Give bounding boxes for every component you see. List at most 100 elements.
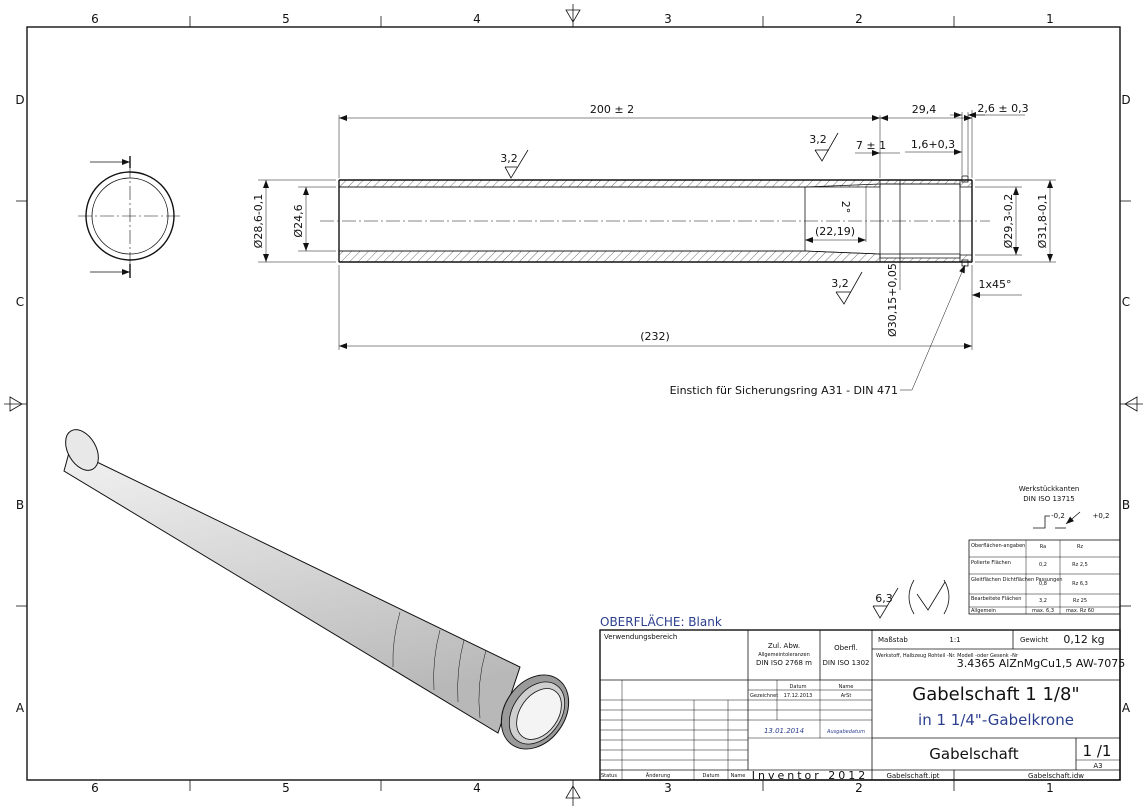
surface-table-value: 3,2 [1039,598,1047,604]
zone-col-label: 5 [282,781,290,795]
edges-right-value: +0,2 [1093,512,1110,520]
date-label: Datum [790,684,807,690]
surface-table-label: Gleitflächen Dichtflächen Passungen [971,577,1063,583]
zone-col-label: 5 [282,12,290,26]
zone-col-label: 1 [1046,12,1054,26]
usage-label: Verwendungsbereich [604,633,677,641]
title-block: Verwendungsbereich Zul. Abw. Allgemeinto… [599,629,1126,782]
zone-col-label: 2 [855,12,863,26]
name-label: Name [839,684,854,690]
sheet-number: 1 /1 [1083,742,1112,760]
surface-table-value: Rz [1077,544,1083,550]
zone-col-label: 6 [91,12,99,26]
drawing-subtitle: in 1 1/4"-Gabelkrone [918,711,1074,729]
dim-length-29: 29,4 [912,103,937,116]
dim-length-7: 7 ± 1 [856,139,886,152]
dimension-texts: 200 ± 2 29,4 2,6 ± 0,3 7 ± 1 1,6+0,3 (22… [252,102,1049,605]
surface-table-label: Bearbeitete Flächen [971,596,1021,602]
surface-norm: DIN ISO 1302 [823,659,870,667]
surface-table-value: max. Rz 60 [1066,608,1094,614]
surface-table-value: max. 6,3 [1032,608,1054,614]
weight-value: 0,12 kg [1063,633,1104,646]
zone-col-label: 1 [1046,781,1054,795]
roughness-symbols [504,132,950,619]
dim-length-1-6: 1,6+0,3 [911,138,955,151]
dim-diameter-28-6: Ø28,6-0,1 [252,194,265,249]
zone-row-label: D [1121,93,1130,107]
roughness-value: 3,2 [809,133,827,146]
zone-row-label: C [1122,295,1130,309]
zone-row-label: B [16,498,24,512]
tolerance-title: Zul. Abw. [768,642,800,650]
surface-table-value: 0,8 [1039,581,1047,587]
zone-row-label: A [1122,701,1131,715]
drawn-label: Gezeichnet [750,693,778,699]
zone-row-label: C [16,295,24,309]
tolerance-subtitle: Allgemeintoleranzen [758,652,810,658]
dim-diameter-31-8: Ø31,8-0,1 [1036,194,1049,249]
weight-label: Gewicht [1020,636,1049,644]
software-label: Inventor 2012 [752,769,869,782]
roughness-general-value: 6,3 [875,592,893,605]
date-column-label: Datum [703,773,720,779]
isometric-view [63,429,570,750]
surface-table: Oberflächen-angaben Ra Rz Polierte Fläch… [968,539,1121,615]
dim-length-2-6: 2,6 ± 0,3 [977,102,1028,115]
dim-length-total: 200 ± 2 [590,103,634,116]
issue-date: 13.01.2014 [764,727,804,735]
groove-note: Einstich für Sicherungsring A31 - DIN 47… [670,384,898,397]
dim-diameter-29-3: Ø29,3-0,2 [1002,194,1015,249]
name-column-label: Name [731,773,746,779]
surface-table-label: Polierte Flächen [971,560,1011,566]
zone-row-label: D [15,93,24,107]
surface-note: OBERFLÄCHE: Blank [600,614,722,629]
roughness-value: 3,2 [500,152,518,165]
surface-table-value: Rz 25 [1073,598,1087,604]
end-view [78,156,182,278]
surface-table-label: Oberflächen-angaben [971,543,1025,549]
roughness-value: 3,2 [831,277,849,290]
surface-table-value: 0,2 [1039,562,1047,568]
surface-title: Oberfl. [834,644,858,652]
edges-left-value: -0,2 [1051,512,1065,520]
surface-table-value: Ra [1040,544,1046,550]
dimension-lines [258,110,1056,391]
change-column-label: Änderung [646,772,670,779]
dim-diameter-24-6: Ø24,6 [292,204,305,237]
surface-table-value: Rz 2,5 [1072,562,1088,568]
dim-diameter-30-15: Ø30,15+0,05 [886,263,899,337]
drawn-date: 17.12.2013 [784,693,813,699]
drawing-frame [4,4,1143,806]
surface-table-label: Allgemein [971,608,996,614]
zone-labels: 6 5 4 3 2 1 6 5 4 3 2 1 D C B A D C B A [15,12,1131,795]
drawing-title: Gabelschaft 1 1/8" [912,684,1079,705]
zone-col-label: 2 [855,781,863,795]
sheet-format: A3 [1093,762,1102,770]
zone-col-label: 3 [664,781,672,795]
status-column-label: Status [601,773,617,779]
material-labels: Werkstoff, Halbzeug Rohteil -Nr. Modell … [876,653,1019,659]
dim-length-22-19: (22,19) [815,225,855,238]
zone-col-label: 3 [664,12,672,26]
dim-chamfer: 1x45° [978,278,1011,291]
scale-value: 1:1 [949,636,960,644]
edges-norm: DIN ISO 13715 [1023,495,1074,503]
section-view [320,175,990,267]
material-value: 3.4365 AlZnMgCu1,5 AW-7075 [957,657,1126,670]
file-drawing: Gabelschaft.idw [1028,772,1084,780]
dim-length-232: (232) [640,330,670,343]
zone-col-label: 4 [473,12,481,26]
part-name: Gabelschaft [929,745,1019,763]
file-part: Gabelschaft.ipt [886,772,939,780]
issue-label: Ausgabedatum [826,729,865,735]
tolerance-norm: DIN ISO 2768 m [756,659,812,667]
edge-condition-symbol: Werkstückkanten DIN ISO 13715 -0,2 +0,2 [1019,485,1110,529]
dim-angle: 2° [839,201,852,214]
drawn-name: ArSt [841,693,852,699]
zone-row-label: A [16,701,25,715]
zone-row-label: B [1122,498,1130,512]
scale-label: Maßstab [878,636,908,644]
edges-title: Werkstückkanten [1019,485,1080,493]
zone-col-label: 6 [91,781,99,795]
